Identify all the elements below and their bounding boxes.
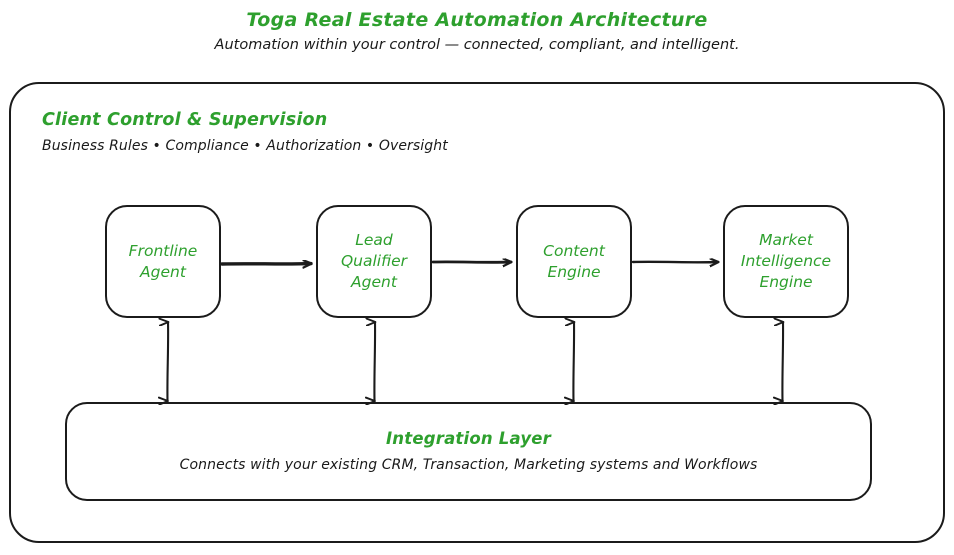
node-label: Market Intelligence Engine: [740, 231, 832, 291]
node-content-engine[interactable]: Content Engine: [516, 205, 632, 318]
integration-layer-box[interactable]: Integration Layer Connects with your exi…: [65, 402, 872, 501]
diagram-header: Toga Real Estate Automation Architecture…: [0, 8, 954, 56]
integration-layer-title: Integration Layer: [385, 428, 552, 448]
node-label: Content Engine: [543, 241, 605, 281]
page-subtitle: Automation within your control — connect…: [214, 37, 740, 53]
integration-layer-description: Connects with your existing CRM, Transac…: [179, 456, 758, 473]
node-frontline-agent[interactable]: Frontline Agent: [105, 205, 221, 318]
client-control-subheading: Business Rules • Compliance • Authorizat…: [42, 138, 448, 154]
node-lead-qualifier-agent[interactable]: Lead Qualifier Agent: [316, 205, 432, 318]
client-control-heading: Client Control & Supervision: [42, 110, 328, 130]
page-title: Toga Real Estate Automation Architecture: [246, 9, 708, 31]
node-label: Frontline Agent: [128, 241, 198, 281]
node-label: Lead Qualifier Agent: [340, 231, 408, 291]
node-market-intelligence-engine[interactable]: Market Intelligence Engine: [723, 205, 849, 318]
